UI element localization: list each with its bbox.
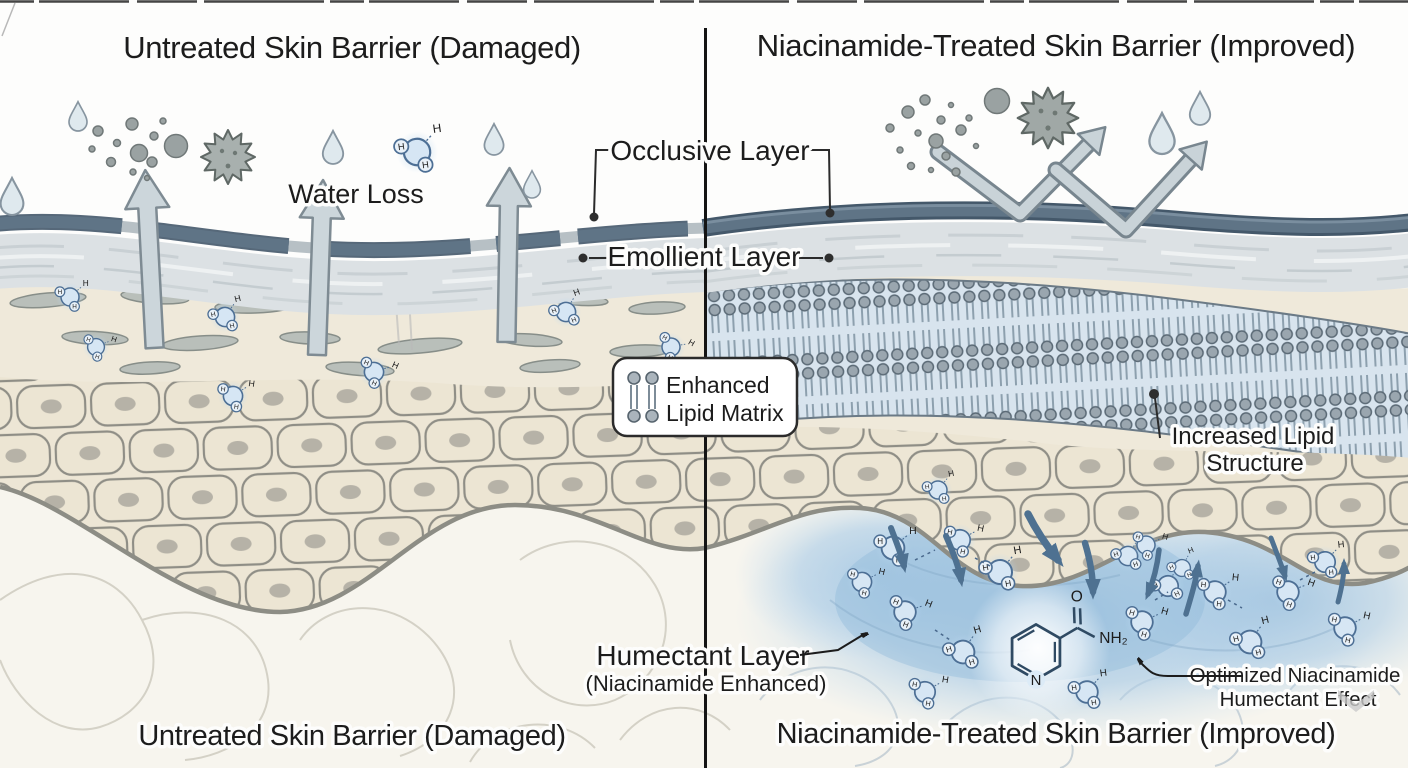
left-panel-title: Untreated Skin Barrier (Damaged) — [123, 30, 581, 65]
humectant-label-group: Humectant Layer (Niacinamide Enhanced) — [582, 633, 866, 700]
occlusive-layer-label: Occlusive Layer — [610, 135, 809, 166]
oxygen-label: O — [1071, 588, 1083, 605]
barrier-deflection-arrows — [929, 125, 1208, 239]
corneocyte-cells-left — [0, 377, 705, 612]
pollutant-particles-right — [885, 87, 1011, 177]
chevron-down-icon — [1338, 690, 1374, 712]
water-loss-label: Water Loss — [288, 179, 424, 209]
emollient-layer-label: Emollient Layer — [608, 241, 801, 272]
legend-text-line1: Enhanced — [666, 372, 770, 398]
right-panel-caption: Niacinamide-Treated Skin Barrier (Improv… — [777, 718, 1336, 750]
pollutant-circle — [163, 133, 189, 159]
water-loss-arrow — [485, 166, 533, 344]
dermis-cell-outlines — [0, 496, 731, 763]
increased-lipid-label-line2: Structure — [1206, 450, 1303, 477]
left-panel-caption: Untreated Skin Barrier (Damaged) — [138, 720, 565, 752]
humectant-layer-label: Humectant Layer — [596, 640, 809, 671]
pathogen-star-left — [200, 129, 256, 185]
emollient-label-group: Emollient Layer — [578, 238, 834, 276]
amide-label: NH₂ — [1099, 630, 1127, 647]
corner-scratch — [1, 2, 16, 37]
occlusive-label-group: Occlusive Layer — [589, 132, 835, 222]
pollutant-particles-left — [88, 117, 189, 182]
legend-text-line2: Lipid Matrix — [666, 400, 784, 426]
epidermis-dermis-boundary — [0, 484, 1408, 615]
water-loss-arrows — [124, 166, 533, 357]
lipid-icon — [627, 371, 659, 423]
niacinamide-molecule: N O NH₂ — [1010, 588, 1128, 689]
pollutant-circle — [983, 87, 1011, 115]
moisture-influx-arrows — [888, 510, 1350, 617]
lipid-matrix-band — [704, 278, 1408, 471]
nitrogen-label: N — [1031, 672, 1042, 689]
water-loss-arrow — [124, 168, 171, 350]
water-loss-arrow — [298, 178, 345, 357]
humectant-layer-sublabel: (Niacinamide Enhanced) — [586, 671, 827, 696]
lipid-matrix-legend: Enhanced Lipid Matrix — [611, 356, 799, 438]
increased-lipid-label-group: Increased Lipid Structure — [1149, 389, 1338, 481]
pathogen-star-right — [1016, 86, 1080, 150]
optimized-label-group: Optimized Niacinamide Humectant Effect — [1138, 660, 1404, 715]
increased-lipid-label-line1: Increased Lipid — [1172, 423, 1335, 450]
corneocyte-cells-right — [705, 427, 1408, 587]
right-panel-title: Niacinamide-Treated Skin Barrier (Improv… — [757, 28, 1355, 63]
